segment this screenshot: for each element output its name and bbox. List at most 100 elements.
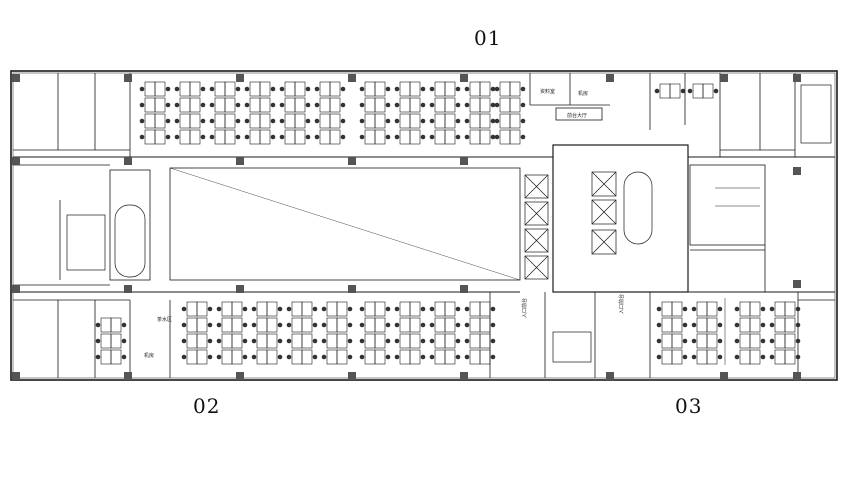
- chair: [682, 354, 688, 360]
- chair: [455, 354, 461, 360]
- desk: [294, 113, 306, 129]
- chair: [200, 102, 206, 108]
- desk: [696, 349, 708, 365]
- chair: [359, 354, 365, 360]
- chair: [734, 354, 740, 360]
- chair: [139, 118, 145, 124]
- desk: [284, 81, 296, 97]
- chair: [656, 354, 662, 360]
- chair: [429, 322, 435, 328]
- desk: [284, 113, 296, 129]
- desk: [671, 349, 683, 365]
- chair: [359, 306, 365, 312]
- elevator-bank-east: [591, 171, 617, 255]
- desk: [154, 81, 166, 97]
- desk: [329, 81, 341, 97]
- desk: [671, 317, 683, 333]
- desk: [399, 81, 411, 97]
- chair: [682, 338, 688, 344]
- chair: [455, 322, 461, 328]
- desk: [291, 349, 303, 365]
- desk: [214, 113, 226, 129]
- chair: [321, 306, 327, 312]
- desk: [284, 97, 296, 113]
- chair: [209, 102, 215, 108]
- desk: [444, 81, 456, 97]
- chair: [286, 354, 292, 360]
- chair: [385, 306, 391, 312]
- desk: [259, 97, 271, 113]
- column: [460, 157, 468, 165]
- workstation-chairs: [95, 86, 801, 360]
- chair: [494, 102, 500, 108]
- chair: [277, 338, 283, 344]
- desk: [221, 317, 233, 333]
- desk: [661, 317, 673, 333]
- desk: [469, 97, 481, 113]
- chair: [769, 322, 775, 328]
- chair: [277, 306, 283, 312]
- chair: [340, 102, 346, 108]
- chair: [656, 306, 662, 312]
- column: [460, 74, 468, 82]
- chair: [270, 134, 276, 140]
- chair: [279, 134, 285, 140]
- chair: [494, 134, 500, 140]
- label-entry-left: 入口前台: [521, 298, 528, 318]
- chair: [713, 88, 719, 94]
- desk: [196, 317, 208, 333]
- chair: [520, 134, 526, 140]
- chair: [95, 338, 101, 344]
- desk: [374, 113, 386, 129]
- desk: [479, 349, 491, 365]
- desk: [224, 81, 236, 97]
- chair: [314, 86, 320, 92]
- chair: [429, 338, 435, 344]
- chair: [394, 322, 400, 328]
- chair: [769, 354, 775, 360]
- chair: [494, 86, 500, 92]
- desk: [409, 349, 421, 365]
- chair: [235, 102, 241, 108]
- chair: [314, 134, 320, 140]
- chair: [139, 86, 145, 92]
- desk: [479, 81, 491, 97]
- desk: [774, 349, 786, 365]
- desk: [409, 81, 421, 97]
- desk: [499, 113, 511, 129]
- desk: [110, 317, 122, 333]
- chair: [340, 118, 346, 124]
- column: [124, 372, 132, 380]
- chair: [305, 86, 311, 92]
- desk: [259, 113, 271, 129]
- chair: [270, 86, 276, 92]
- chair: [464, 118, 470, 124]
- structural-columns: [12, 74, 801, 380]
- chair: [359, 134, 365, 140]
- atrium-diagonal: [169, 167, 521, 281]
- chair: [244, 134, 250, 140]
- desk: [479, 317, 491, 333]
- column: [606, 372, 614, 380]
- stairs: [114, 171, 653, 278]
- desk: [739, 349, 751, 365]
- chair: [312, 354, 318, 360]
- desk: [224, 113, 236, 129]
- column: [12, 285, 20, 293]
- chair: [209, 118, 215, 124]
- chair: [394, 306, 400, 312]
- chair: [394, 86, 400, 92]
- desk: [100, 333, 112, 349]
- desk: [224, 129, 236, 145]
- chair: [359, 102, 365, 108]
- desk: [706, 317, 718, 333]
- chair: [385, 134, 391, 140]
- desk: [319, 129, 331, 145]
- desk: [364, 129, 376, 145]
- desk: [434, 97, 446, 113]
- desk: [364, 333, 376, 349]
- desk: [336, 301, 348, 317]
- desk: [154, 129, 166, 145]
- desk: [100, 317, 112, 333]
- desk: [444, 317, 456, 333]
